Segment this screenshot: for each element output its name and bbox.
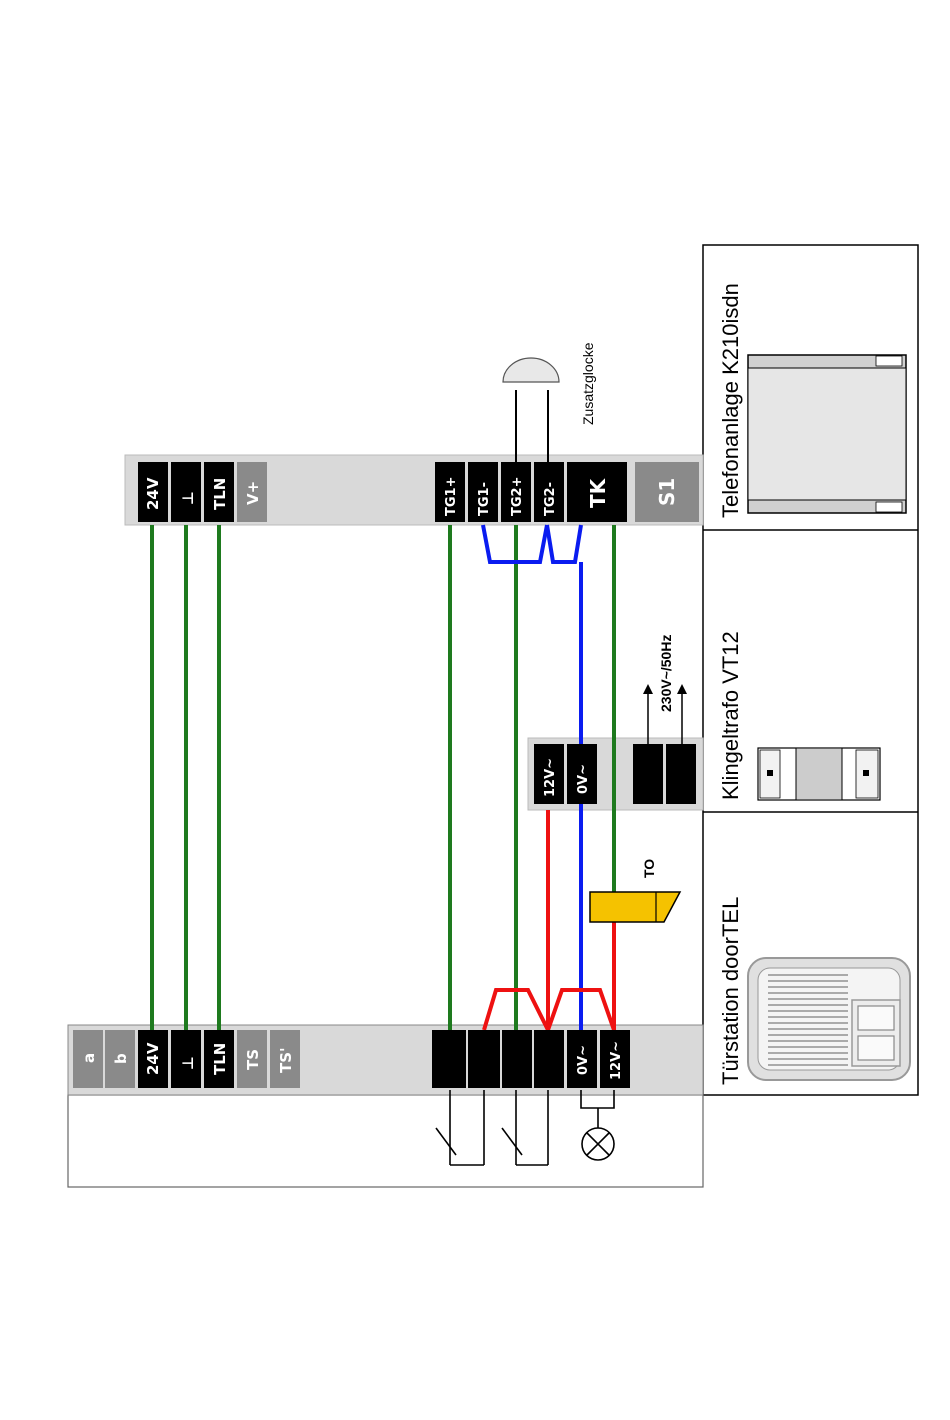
mains-label: 230V~/50Hz	[658, 635, 674, 712]
door-terminal-ts-prime: TS'	[277, 1047, 295, 1073]
tk-terminal-tln: TLN	[211, 478, 229, 510]
door-terminal-12v: 12V~	[609, 1041, 624, 1080]
tk-terminal-24v: 24V	[144, 477, 162, 510]
door-station-icon	[748, 958, 910, 1080]
tk-terminal-vplus: V+	[244, 481, 262, 505]
tk-terminal-ground: ⊥	[179, 491, 197, 505]
tk-terminal-tg2plus: TG2+	[510, 477, 525, 516]
door-terminal-tln: TLN	[211, 1043, 229, 1075]
telephone-system-title: Telefonanlage K210isdn	[718, 283, 743, 518]
extra-bell-icon	[503, 358, 559, 382]
tk-terminal-tg1plus: TG1+	[444, 477, 459, 516]
tk-terminal-s1: S1	[655, 478, 679, 506]
door-terminal-24v: 24V	[144, 1042, 162, 1075]
bell-transformer-title: Klingeltrafo VT12	[718, 631, 743, 800]
trafo-terminal-0v: 0V~	[576, 764, 591, 794]
door-opener-label: TO	[641, 859, 657, 878]
extra-bell-label: Zusatzglocke	[580, 342, 596, 425]
door-terminal-0v: 0V~	[576, 1045, 591, 1075]
door-station-title: Türstation doorTEL	[718, 897, 743, 1085]
door-terminal-a: a	[80, 1053, 98, 1063]
bell-transformer-icon	[758, 748, 880, 800]
tk-terminal-tg1minus: TG1-	[477, 482, 492, 516]
device-legend-panel: Telefonanlage K210isdn Klingeltrafo VT12…	[703, 245, 918, 1095]
door-opener-icon	[590, 892, 680, 922]
tk-terminal-tk: TK	[586, 477, 610, 508]
telephone-system-icon	[748, 355, 906, 513]
door-terminal-b: b	[112, 1053, 130, 1064]
tk-terminal-tg2minus: TG2-	[543, 482, 558, 516]
trafo-terminal-12v: 12V~	[543, 758, 558, 797]
door-terminal-ts: TS	[244, 1049, 262, 1070]
door-terminal-ground: ⊥	[179, 1056, 197, 1070]
